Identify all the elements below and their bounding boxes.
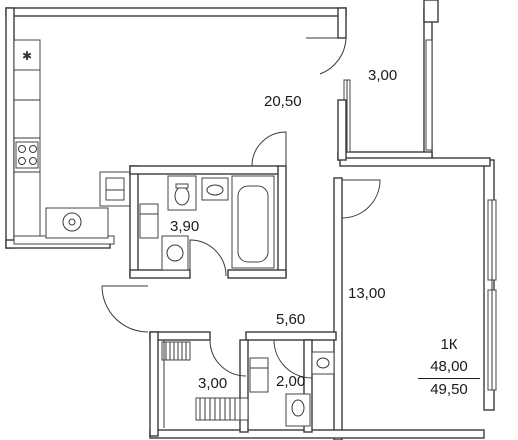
apartment-type: 1К: [440, 336, 458, 353]
room-area-loggia: 3,00: [198, 375, 228, 392]
bathroom-fixtures: [139, 175, 275, 271]
svg-text:✱: ✱: [22, 49, 32, 63]
apartment-area-total: 49,50: [430, 381, 468, 398]
apartment-info: 1К 48,00 49,50: [412, 334, 486, 401]
info-divider: [418, 378, 480, 379]
bathroom-walls: [129, 165, 287, 279]
wc-fixtures: [249, 351, 335, 427]
outer-walls: [5, 0, 495, 440]
room-area-bedroom: 13,00: [348, 285, 386, 302]
room-area-bathroom: 3,90: [170, 218, 200, 235]
windows: [343, 39, 497, 391]
room-area-balcony: 3,00: [368, 67, 398, 84]
room-area-kitchen-living: 20,50: [264, 93, 302, 110]
kitchen-counter: ✱: [13, 39, 115, 245]
loggia-hatching: [161, 340, 249, 428]
kitchen-sink: [99, 171, 131, 207]
room-area-wc: 2,00: [276, 373, 306, 390]
partitions: [101, 37, 381, 437]
room-area-hallway: 5,60: [276, 311, 306, 328]
apartment-area-living: 48,00: [430, 358, 468, 375]
